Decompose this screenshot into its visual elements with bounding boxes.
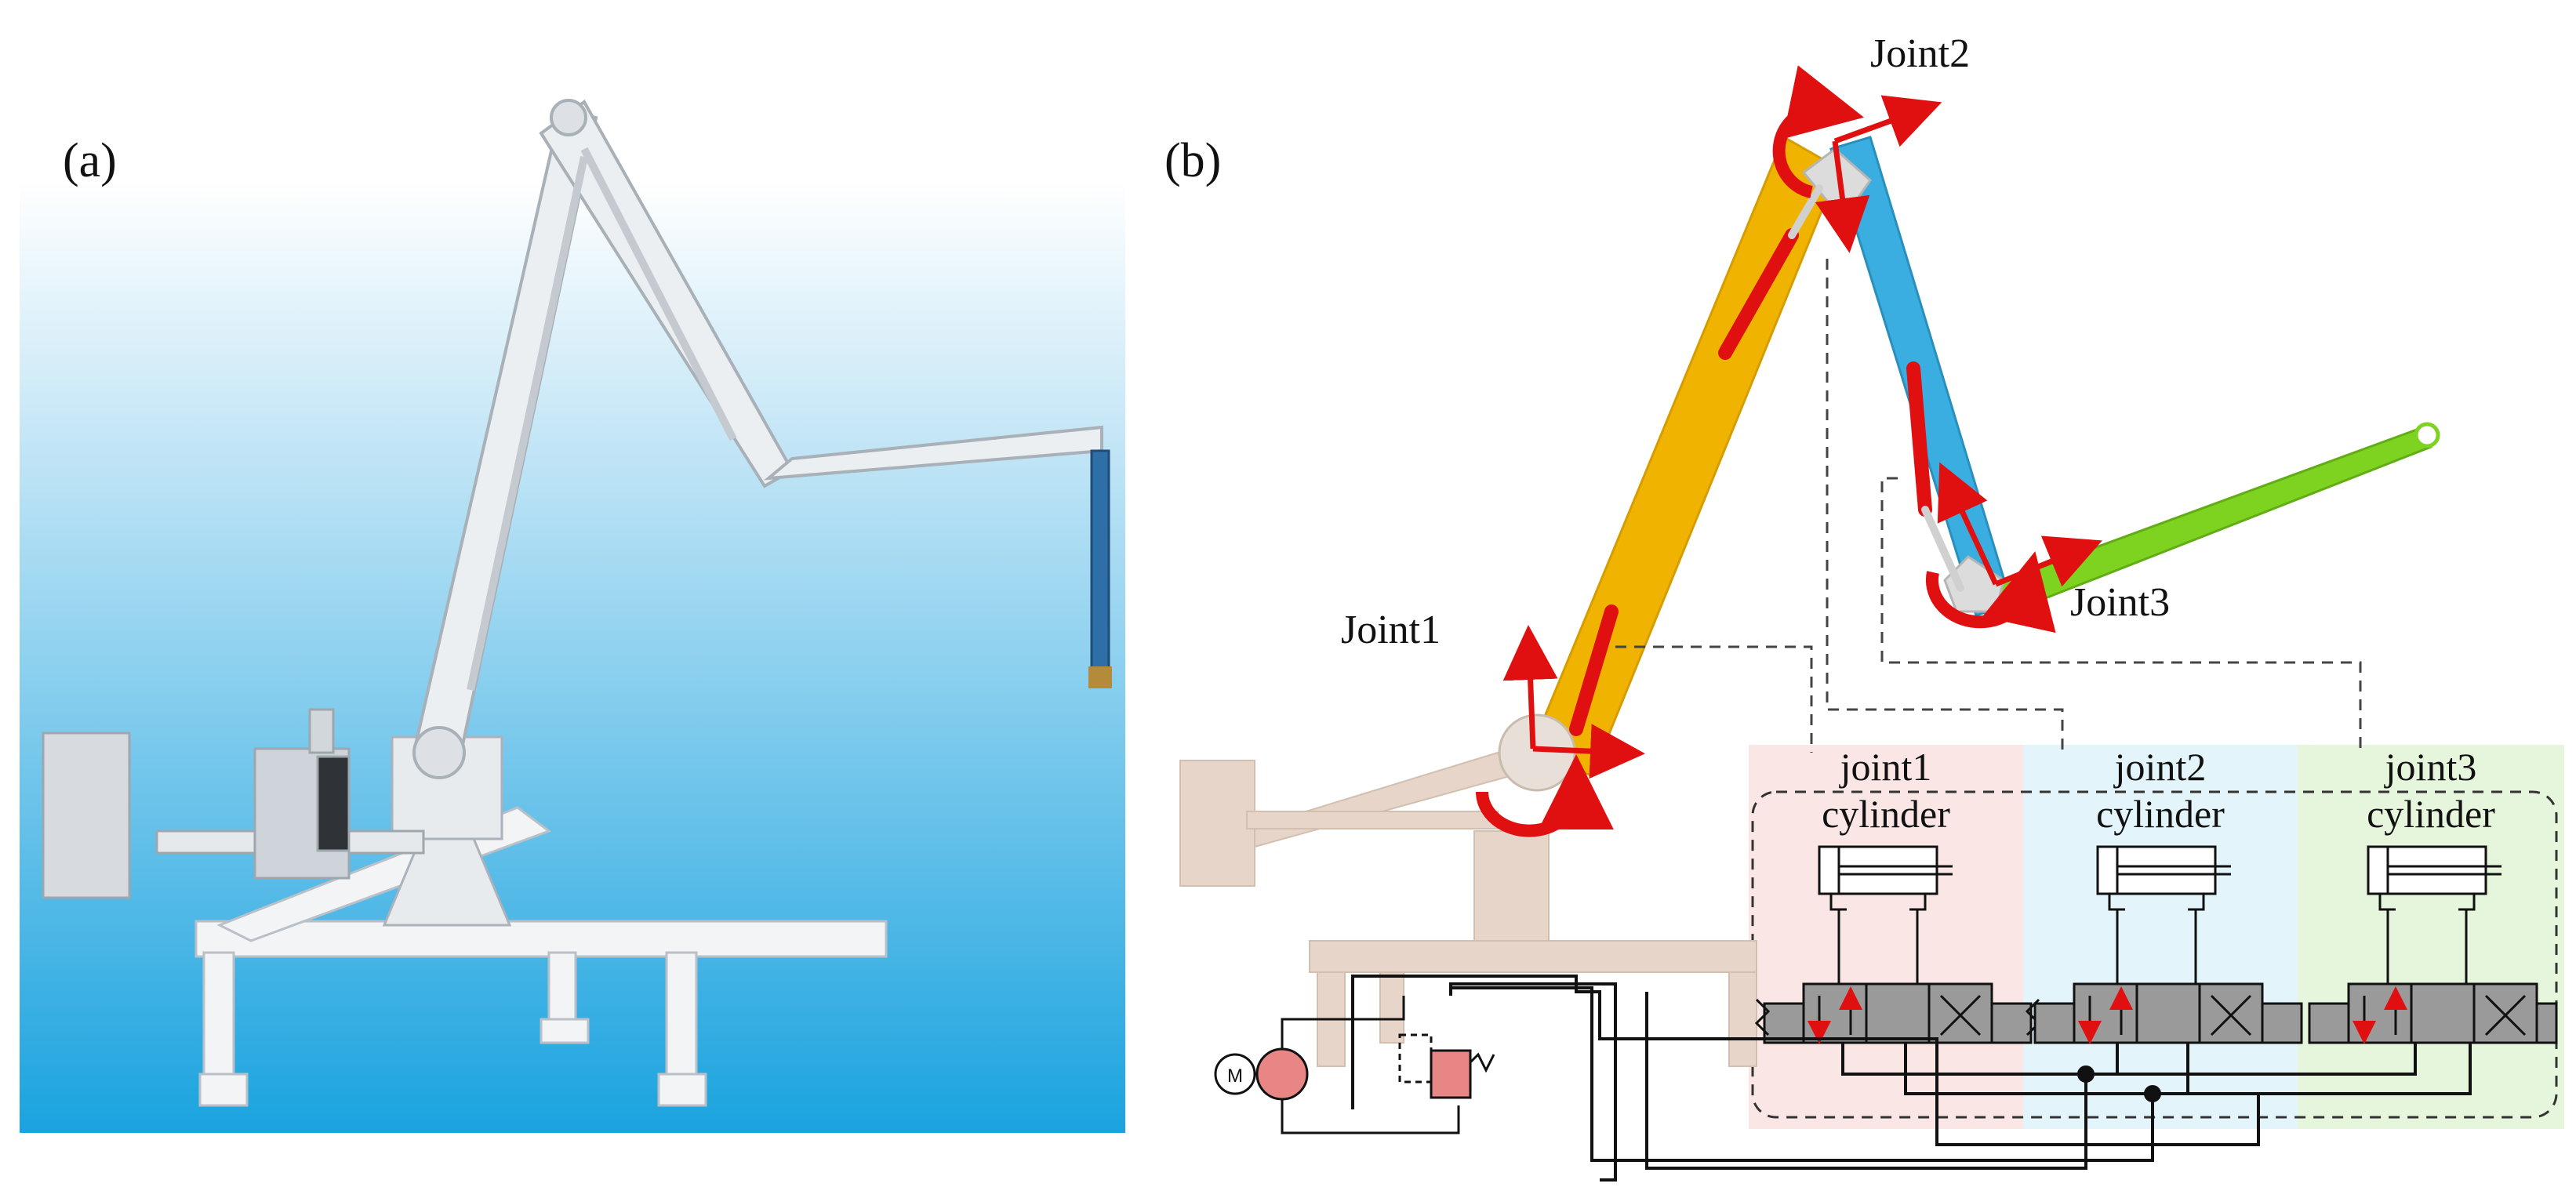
panel-a: (a) [20,99,1125,1133]
valve-1 [1754,982,2041,1044]
zone1-subtitle: cylinder [1822,792,1950,836]
boom-3-tip [2414,422,2440,448]
cylinder-joint3 [1906,361,1932,517]
joint2-frame [1815,95,1942,253]
joint2-rotation-arrow [1772,65,1865,198]
joint3-frame [1937,462,2102,587]
zone2-subtitle: cylinder [2096,792,2225,836]
joint1-label: Joint1 [1341,608,1441,652]
arm-cylinders [1569,184,1964,736]
joint2-label: Joint2 [1870,31,1970,76]
panel-a-label: (a) [63,134,117,187]
panel-a-hose-coupling [1088,666,1112,688]
boom-2 [1829,136,2013,617]
zone2-title: joint2 [2113,745,2207,789]
joint1-frame [1502,625,1645,779]
joint1-rotation-arrow [1476,754,1614,837]
cylinder-symbol-3 [2367,845,2502,988]
valve-3 [2308,982,2558,1044]
zone-joint1 [1749,745,2023,1129]
valve-2 [2033,982,2303,1044]
signal-lines [1615,259,2362,753]
arm-base [1179,751,1757,1067]
motor-label: M [1227,1065,1243,1087]
panel-b: (b) [1164,31,2564,1182]
cylinder-joint2 [1718,228,1799,360]
zone3-title: joint3 [2384,745,2477,789]
directional-valves [1754,982,2558,1044]
zone3-subtitle: cylinder [2367,792,2495,836]
panel-a-hose [1090,449,1110,672]
panel-a-loading-arm [412,99,1103,779]
joint3-label: Joint3 [2070,580,2170,625]
panel-b-label: (b) [1164,134,1221,187]
hydraulic-cylinder-symbols [1818,845,2502,988]
boom-3 [1993,426,2432,613]
power-unit [1214,996,1495,1134]
pump-symbol [1255,1047,1309,1101]
cylinder-symbol-2 [2096,845,2231,988]
cylinder-joint1 [1569,604,1619,736]
relief-valve-symbol [1430,1049,1472,1099]
panel-a-counterweight [42,708,425,899]
zone-joint3 [2298,745,2564,1129]
zone-joint2 [2023,745,2298,1129]
cylinder-symbol-1 [1818,845,1953,988]
hydraulic-lines [1351,975,2472,1182]
joint3-rotation-arrow [1925,551,2056,633]
zone1-title: joint1 [1839,745,1932,789]
